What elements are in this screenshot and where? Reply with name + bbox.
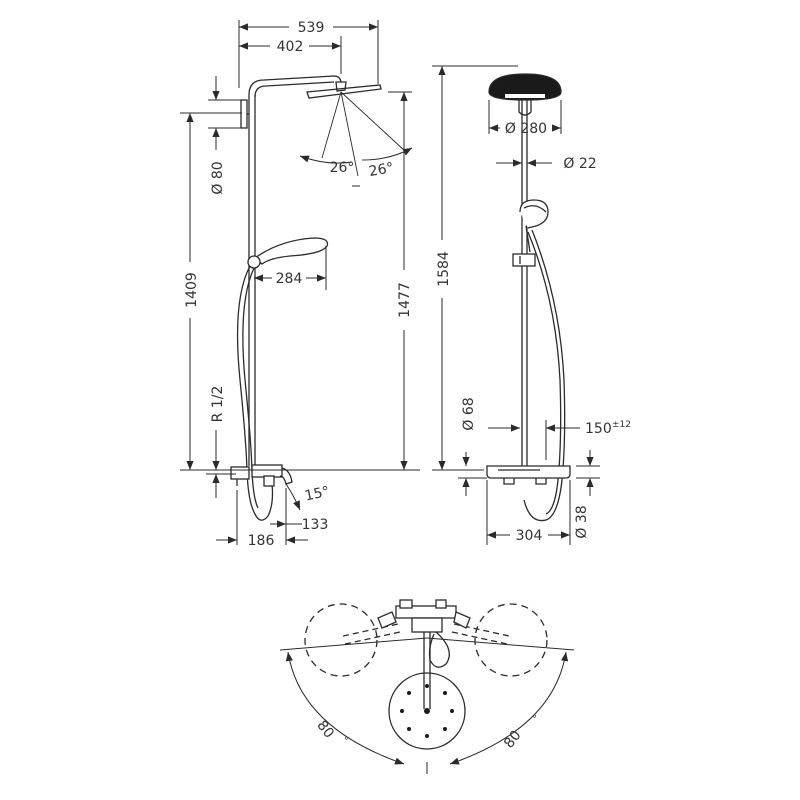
shower-hose (236, 265, 274, 521)
dim-mixer-depth: 186 (248, 533, 275, 549)
dim-width-overall: 539 (298, 20, 325, 36)
side-labels: Ø 280 Ø 22 1584 150 ±12 Ø 68 304 Ø 38 (436, 121, 631, 544)
wall-unit-top (377, 599, 471, 633)
dim-height-to-arm: 1409 (184, 272, 200, 308)
thermostat-mixer (230, 464, 293, 487)
hand-shower (253, 237, 329, 265)
dim-thread: R 1/2 (210, 386, 226, 423)
front-view (230, 75, 382, 521)
wall-connector (240, 99, 248, 129)
dim-height-to-head: 1477 (397, 282, 413, 318)
side-dimension-lines (432, 65, 600, 545)
dim-head-angle-left: 26° (330, 160, 355, 176)
dim-mixer-width: 304 (516, 528, 543, 544)
dim-rail-diameter: Ø 22 (563, 156, 596, 172)
spray-angle-arcs (299, 147, 413, 187)
dim-spout-length: 133 (302, 517, 329, 533)
spray-angle-lines (321, 91, 407, 177)
shower-arm (248, 75, 342, 98)
overhead-shower-head (306, 84, 382, 99)
riser-rail (521, 98, 528, 466)
shower-hose-side (523, 229, 566, 522)
slider-holder (512, 253, 536, 267)
thermostat-mixer-side (486, 465, 571, 485)
dim-arm-length: 402 (277, 39, 304, 55)
nozzle-dots (400, 684, 454, 738)
swivel-left-degree-mark: ° (344, 736, 349, 747)
swivel-dimension (279, 637, 575, 774)
hand-shower-top (428, 631, 450, 668)
side-view (486, 73, 571, 522)
dim-swivel-left: 80 (313, 718, 337, 742)
dim-connection-tolerance: ±12 (612, 420, 631, 430)
swivel-right-degree-mark: ° (532, 714, 537, 725)
swivel-position-left (304, 603, 378, 677)
dim-connector-diameter: Ø 80 (210, 161, 226, 194)
front-labels: 539 402 Ø 80 26° 26° 1409 1477 284 R 1/2… (184, 20, 413, 549)
dim-spout-angle: 15° (303, 484, 331, 505)
swivel-labels: 80 ° 80 ° (313, 714, 537, 751)
dim-total-height: 1584 (436, 251, 452, 287)
shower-head-joint (335, 81, 347, 92)
dim-connection-distance: 150 (585, 421, 612, 437)
swivel-position-right (474, 603, 548, 677)
dim-mixer-diameter: Ø 38 (574, 505, 590, 538)
top-view (304, 599, 548, 750)
dim-hand-shower-length: 284 (276, 271, 303, 287)
dim-swivel-right: 80 (501, 728, 525, 752)
hand-shower-side (519, 199, 549, 229)
front-dimension-lines (180, 20, 420, 545)
dim-head-diameter: Ø 280 (505, 121, 547, 137)
dim-head-angle-right: 26° (368, 160, 395, 180)
overhead-shower-head-side (488, 73, 562, 101)
dim-rosette-diameter: Ø 68 (461, 397, 477, 430)
